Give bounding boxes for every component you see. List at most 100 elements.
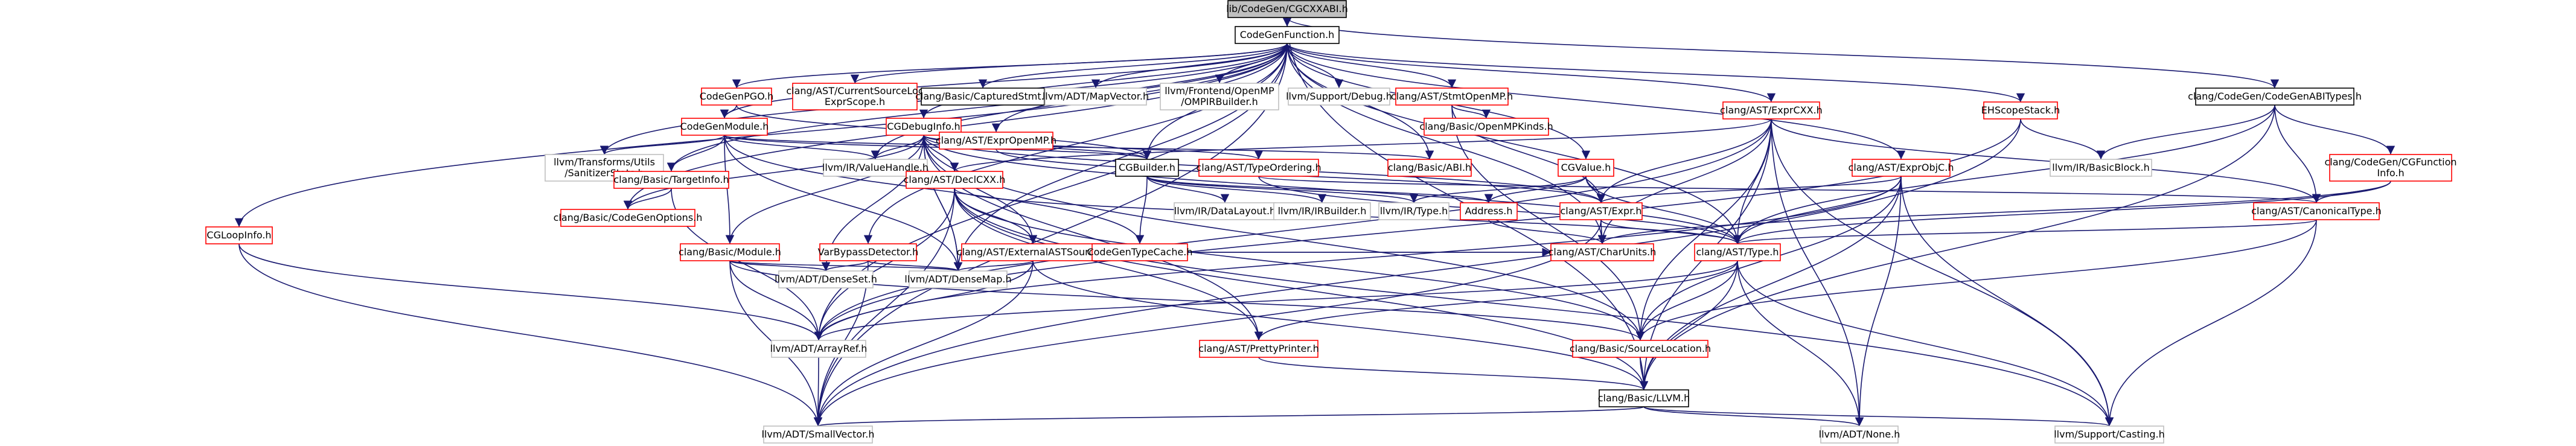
node-openmpkinds[interactable]: clang/Basic/OpenMPKinds.h [1419, 118, 1553, 136]
edge-cgfuncinfo-to-charunits [1598, 180, 2391, 244]
node-box [1550, 243, 1654, 261]
node-modulebasic[interactable]: clang/Basic/Module.h [679, 243, 781, 261]
node-irbuilder[interactable]: llvm/IR/IRBuilder.h [1273, 202, 1371, 220]
node-charunits[interactable]: clang/AST/CharUnits.h [1548, 243, 1657, 261]
node-smallvector[interactable]: llvm/ADT/SmallVector.h [762, 425, 875, 444]
node-label: clang/AST/ExprCXX.h [1720, 104, 1823, 116]
node-mapvector[interactable]: llvm/ADT/MapVector.h [1043, 88, 1149, 106]
node-label: EHScopeStack.h [1981, 104, 2060, 116]
edge-astexpr-to-asttype [1600, 219, 1742, 244]
node-box [1235, 26, 1340, 44]
node-exprmp[interactable]: clang/AST/ExprOpenMP.h [936, 132, 1056, 150]
edge-cgfunc-to-exprcxx [1286, 43, 1775, 103]
node-box [1694, 243, 1781, 261]
node-ompirbuilder[interactable]: llvm/Frontend/OpenMP/OMPIRBuilder.h [1160, 83, 1279, 110]
node-irtype[interactable]: llvm/IR/Type.h [1378, 202, 1449, 220]
edge-exprobjc-to-casting [1900, 176, 2114, 427]
edge-cgbuilder-to-datalayout [1146, 176, 1230, 203]
node-extastsource[interactable]: clang/AST/ExternalASTSource.h [957, 243, 1109, 261]
node-cgvalue[interactable]: CGValue.h [1558, 159, 1614, 177]
node-cgfunc[interactable]: CodeGenFunction.h [1235, 26, 1340, 44]
edge-cgmodule-to-cgbuilder [724, 135, 1151, 160]
node-cgbuilder[interactable]: CGBuilder.h [1115, 159, 1179, 177]
edge-exprcxx-to-astexpr [1596, 118, 1772, 203]
edge-asttype-to-arrayref [814, 260, 1738, 341]
node-label: clang/Basic/Module.h [679, 246, 781, 258]
edge-cgfunc-to-ehscope [1286, 43, 2025, 103]
node-codegenoptions[interactable]: clang/Basic/CodeGenOptions.h [554, 209, 703, 227]
edge-cgmodule-to-cgtypecache [724, 135, 1145, 244]
edge-declcxx-to-prettyprinter [954, 188, 1264, 341]
node-srcloc[interactable]: clang/Basic/SourceLocation.h [1570, 340, 1711, 358]
node-densemap[interactable]: llvm/ADT/DenseMap.h [904, 270, 1012, 288]
edge-cgbuilder-to-irbuilder [1146, 176, 1327, 203]
node-asttype[interactable]: clang/AST/Type.h [1694, 243, 1781, 261]
edge-cgfunc-to-asttype [1286, 43, 1742, 244]
node-box [680, 243, 780, 261]
node-label: clang/AST/ExprObjC.h [1849, 162, 1954, 173]
node-label: clang/Basic/LLVM.h [1598, 392, 1690, 404]
edge-cgabitypes-to-basicblock [2096, 104, 2275, 160]
node-prettyprinter[interactable]: clang/AST/PrettyPrinter.h [1198, 340, 1319, 358]
node-arrayref[interactable]: llvm/ADT/ArrayRef.h [770, 340, 868, 358]
node-box [1044, 88, 1147, 106]
node-box [205, 226, 273, 244]
node-label: Info.h [2377, 167, 2404, 179]
node-typeordering[interactable]: clang/AST/TypeOrdering.h [1196, 159, 1322, 177]
node-box [1820, 425, 1899, 444]
node-cgcxxabi[interactable]: lib/CodeGen/CGCXXABI.h [1226, 0, 1348, 18]
node-label: clang/AST/StmtOpenMP.h [1391, 91, 1513, 102]
node-label: clang/Basic/OpenMPKinds.h [1419, 121, 1553, 132]
node-varbypass[interactable]: VarBypassDetector.h [818, 243, 919, 261]
node-box [560, 209, 695, 227]
node-box [792, 83, 918, 110]
edge-extastsource-to-llvmh [1032, 260, 1649, 390]
edge-cgfunc-to-varbypass [863, 43, 1288, 244]
edge-asttype-to-casting [1737, 260, 2114, 427]
node-cgmodule[interactable]: CodeGenModule.h [680, 118, 769, 136]
node-abih[interactable]: clang/Basic/ABI.h [1387, 159, 1472, 177]
node-casting[interactable]: llvm/Support/Casting.h [2054, 425, 2165, 444]
node-targetinfo[interactable]: clang/Basic/TargetInfo.h [613, 171, 729, 189]
node-exprcxx[interactable]: clang/AST/ExprCXX.h [1720, 101, 1823, 119]
node-box [778, 270, 874, 288]
node-label: CGValue.h [1561, 162, 1611, 173]
edge-cgfunc-to-exprobjc [1286, 43, 1906, 160]
node-box [909, 270, 1008, 288]
node-ehscope[interactable]: EHScopeStack.h [1981, 101, 2060, 119]
node-address[interactable]: Address.h [1460, 202, 1518, 220]
node-capturedstmt[interactable]: clang/Basic/CapturedStmt.h [915, 88, 1050, 106]
node-astexpr[interactable]: clang/AST/Expr.h [1559, 202, 1643, 220]
node-box [2050, 159, 2152, 177]
edge-cgdebuginfo-to-asttype [923, 135, 1742, 244]
node-box [1395, 88, 1509, 106]
node-box [1387, 159, 1472, 177]
node-box [2253, 202, 2380, 220]
node-label: clang/AST/DeclCXX.h [904, 174, 1006, 185]
node-box [1198, 159, 1319, 177]
node-label: VarBypassDetector.h [818, 246, 919, 258]
node-label: llvm/IR/IRBuilder.h [1278, 205, 1367, 217]
edge-exprcxx-to-charunits [1597, 118, 1772, 244]
node-box [1288, 88, 1390, 106]
node-debugh[interactable]: llvm/Support/Debug.h [1286, 88, 1392, 106]
node-exprobjc[interactable]: clang/AST/ExprObjC.h [1849, 159, 1954, 177]
node-denseset[interactable]: llvm/ADT/DenseSet.h [775, 270, 877, 288]
node-canontype[interactable]: clang/AST/CanonicalType.h [2251, 202, 2382, 220]
node-label: clang/AST/CharUnits.h [1548, 246, 1657, 258]
node-box [1460, 202, 1518, 220]
node-basicblock[interactable]: llvm/IR/BasicBlock.h [2050, 159, 2152, 177]
edge-cgabitypes-to-llvmh [1639, 104, 2275, 390]
node-cgabitypes[interactable]: clang/CodeGen/CodeGenABITypes.h [2188, 88, 2362, 106]
node-stmtopenmp[interactable]: clang/AST/StmtOpenMP.h [1391, 88, 1513, 106]
node-declcxx[interactable]: clang/AST/DeclCXX.h [904, 171, 1006, 189]
node-llvmh[interactable]: clang/Basic/LLVM.h [1598, 389, 1690, 407]
node-cgloopinfo[interactable]: CGLoopInfo.h [205, 226, 273, 244]
node-cgtypecache[interactable]: CodeGenTypeCache.h [1087, 243, 1193, 261]
node-cgpgo[interactable]: CodeGenPGO.h [700, 88, 774, 106]
node-label: clang/CodeGen/CGFunction [2324, 156, 2456, 168]
node-datalayout[interactable]: llvm/IR/DataLayout.h [1174, 202, 1276, 220]
node-adtnone[interactable]: llvm/ADT/None.h [1819, 425, 1900, 444]
